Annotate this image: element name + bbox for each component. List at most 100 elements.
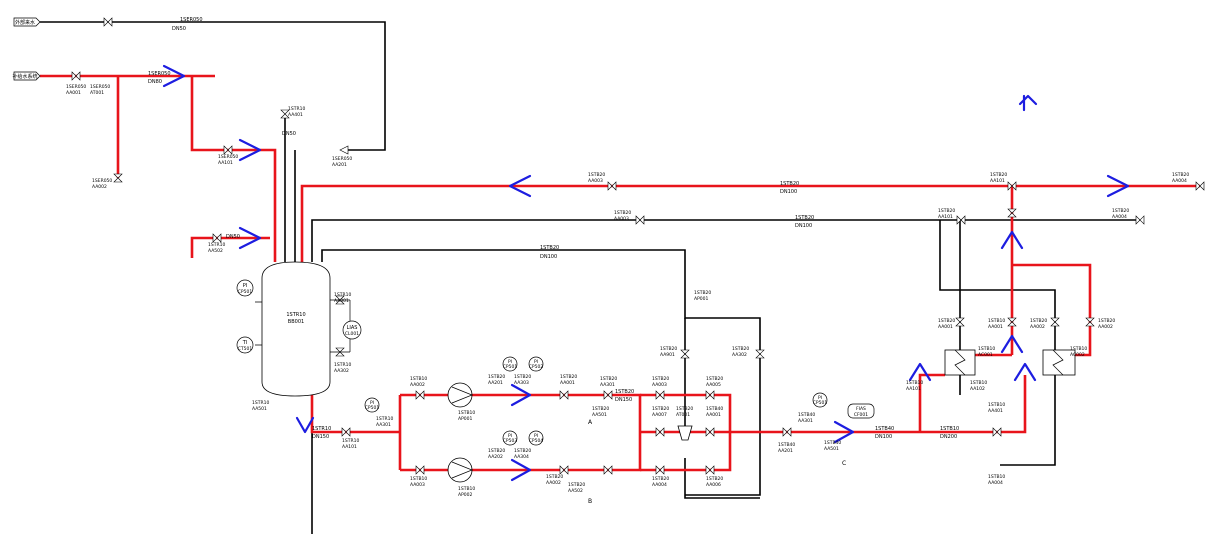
equipment-tag-bot: AA003 — [588, 178, 603, 184]
equipment-tag-top: 1STB20 — [592, 406, 609, 412]
outlet-dn: DN100 — [875, 434, 892, 440]
hx2-red — [1012, 263, 1092, 357]
instrument-pi-outlet — [364, 397, 380, 413]
equipment-tag-top: 1SER050 — [90, 84, 110, 90]
valve-outlet-aa201 — [782, 427, 792, 437]
equipment-tag-bot: AA101 — [218, 160, 233, 166]
tank-out-dn: DN150 — [312, 434, 329, 440]
equipment-tag-top: 1STB40 — [778, 442, 795, 448]
valve-second-aa101 — [956, 215, 966, 225]
black-lines — [40, 21, 1140, 534]
fias-bot: CF001 — [854, 412, 868, 418]
equipment-tag-top: 1STB20 — [560, 374, 577, 380]
equipment-tag-bot: AA201 — [778, 448, 793, 454]
equipment-tag-bot: AA004 — [1172, 178, 1187, 184]
marker-c: C — [842, 460, 846, 467]
offpage-water — [13, 17, 41, 27]
valve-aa301 — [335, 295, 345, 305]
loop-dn: DN100 — [540, 254, 557, 260]
valve-aa302 — [335, 347, 345, 357]
equipment-tag-top: 1STB20 — [1112, 208, 1129, 214]
equipment-tag-bot: AA001 — [988, 324, 1003, 330]
instrument-pi-outlet2 — [812, 392, 828, 408]
equipment-tag-top: 1SER050 — [332, 156, 352, 162]
flow-arrow-3 — [238, 226, 262, 250]
equipment-tag-bot: AC002 — [1070, 352, 1085, 358]
instrument-fias — [847, 403, 875, 419]
instrument-pi-pump2-b — [528, 430, 544, 446]
equipment-tag-top: 1STB10 — [410, 476, 427, 482]
valve-hx-check — [1007, 208, 1017, 218]
pump-disch-tag: 1STB20 — [615, 389, 634, 395]
valve-hx-aa002b — [1085, 317, 1095, 327]
equipment-tag-bot: AA502 — [208, 248, 223, 254]
equipment-tag-bot: AA501 — [252, 406, 267, 412]
equipment-tag-bot: AA003 — [652, 382, 667, 388]
equipment-tag-top: 1STR10 — [342, 438, 359, 444]
valve-loop-aa301 — [680, 349, 690, 359]
equipment-tag-top: 1STB20 — [660, 346, 677, 352]
valve-pump2-out — [559, 465, 569, 475]
offpage-feed — [13, 71, 41, 81]
equipment-tag-top: 1STB10 — [978, 346, 995, 352]
water-supply-tag: 1SER050 — [180, 17, 203, 23]
red-lines — [40, 74, 1200, 472]
tank-nozzles — [255, 299, 350, 353]
equipment-tag-top: 1STB10 — [410, 376, 427, 382]
valves — [71, 17, 1205, 475]
equipment-tag-top: 1STB20 — [514, 448, 531, 454]
pi-pump1a-top: PI — [508, 359, 512, 365]
equipment-tag-bot: AA005 — [706, 382, 721, 388]
flow-arrow-9 — [908, 362, 932, 382]
pi-pump1a-bot: CP501 — [503, 364, 518, 370]
equipment-tag-top: 1STR10 — [252, 400, 269, 406]
equipment-tag-top: 1SER050 — [92, 178, 112, 184]
valve-return-aa004 — [1195, 181, 1205, 191]
valve-aa002 — [113, 173, 123, 183]
valve-aa301 — [603, 390, 613, 400]
equipment-tag-bot: AA301 — [334, 298, 349, 304]
equipment-tag-bot: AA101 — [938, 214, 953, 220]
valve-aa005 — [705, 390, 715, 400]
equipment-tag-bot: AA302 — [334, 368, 349, 374]
valve-aa004 — [655, 465, 665, 475]
equipment-tag-bot: AA101 — [990, 178, 1005, 184]
tank-outlet — [310, 395, 400, 434]
valve-hx-aa001b — [1007, 317, 1017, 327]
equipment-tag-top: 1STB20 — [600, 376, 617, 382]
pi-pump2b-top: PI — [534, 433, 538, 439]
flow-arrow-5 — [1106, 174, 1130, 198]
valve-aa003 — [655, 390, 665, 400]
equipment-tag-bot: AA302 — [732, 352, 747, 358]
equipment-tag-top: 1STR10 — [376, 416, 393, 422]
equipment-tag-top: 1STB10 — [458, 486, 475, 492]
tank-body — [261, 261, 331, 397]
equipment-tag-top: 1STB20 — [676, 406, 693, 412]
equipment-tag-bot: AA401 — [288, 112, 303, 118]
equipment-tag-bot: AA303 — [514, 380, 529, 386]
pumps — [447, 382, 473, 483]
pi-tank-bot: CP501 — [238, 289, 253, 295]
equipment-tag-bot: AA006 — [706, 482, 721, 488]
instrument-pi-pump1-a — [502, 356, 518, 372]
equipment-tag-bot: AA004 — [1112, 214, 1127, 220]
ti-tank-bot: CT501 — [238, 346, 253, 352]
return-dn: DN100 — [780, 189, 797, 195]
flow-arrow-1 — [162, 64, 186, 88]
lias-bot: CL001 — [345, 331, 359, 337]
hx-line-tag: 1STB10 — [940, 426, 959, 432]
equipment-tag-top: 1STB20 — [652, 376, 669, 382]
equipment-tag-top: 1STB20 — [938, 318, 955, 324]
water-supply-line — [40, 21, 386, 151]
equipment-tag-bot: AA003 — [410, 482, 425, 488]
equipment-tag-top: 1STB20 — [546, 474, 563, 480]
equipment-tag-top: 1STB20 — [1030, 318, 1047, 324]
flow-arrow-4 — [508, 174, 532, 198]
loop-bottom — [684, 458, 760, 499]
equipment-tag-bot: AA202 — [488, 454, 503, 460]
pi-pump1b-bot: CP502 — [529, 364, 544, 370]
feed-dn: DN80 — [148, 79, 162, 85]
equipment-tag-top: 1STB20 — [1098, 318, 1115, 324]
equipment-tag-bot: AA002 — [410, 382, 425, 388]
